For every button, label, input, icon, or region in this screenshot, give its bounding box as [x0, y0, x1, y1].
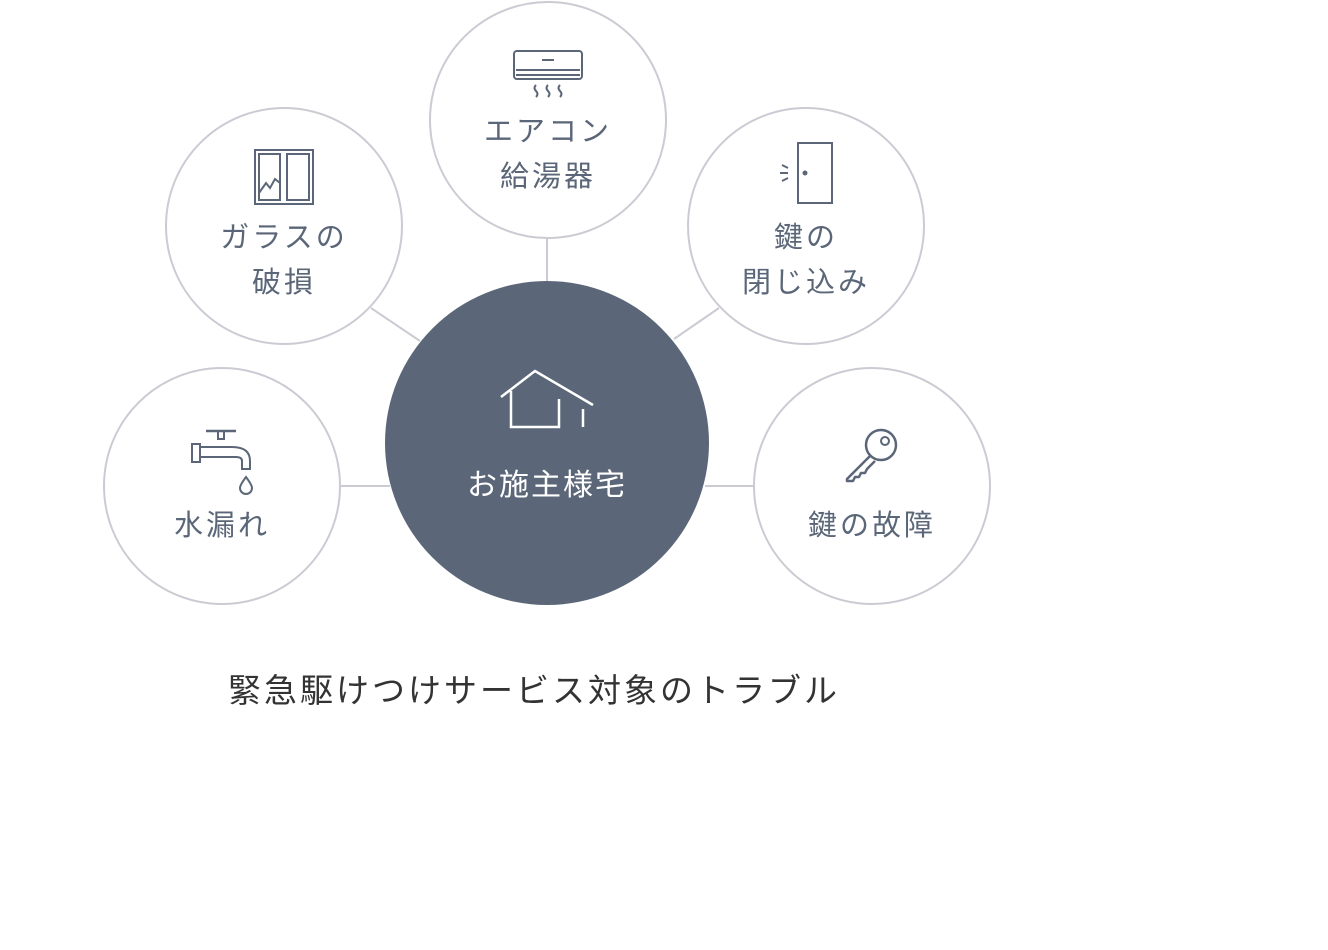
- node-label: 水漏れ: [173, 508, 270, 542]
- node-label-line2: 閉じ込み: [741, 265, 870, 299]
- node-label-line1: 鍵の: [773, 220, 838, 254]
- diagram-caption: 緊急駆けつけサービス対象のトラブル: [228, 671, 840, 710]
- node-label-line2: 破損: [251, 265, 316, 299]
- door-icon: [778, 141, 834, 209]
- node-lock-fault: 鍵の故障: [753, 367, 991, 605]
- connector-lockout: [673, 307, 720, 340]
- node-label: 鍵の 閉じ込み: [689, 215, 923, 305]
- node-label-line2: 給湯器: [499, 159, 596, 193]
- node-lockout: 鍵の 閉じ込み: [687, 107, 925, 345]
- node-label: エアコン 給湯器: [431, 109, 665, 199]
- center-label: お施主様宅: [467, 468, 627, 503]
- connector-glass: [370, 307, 421, 342]
- node-label-line1: ガラスの: [220, 220, 348, 254]
- air-conditioner-icon: [512, 49, 584, 107]
- center-home: お施主様宅: [385, 281, 709, 605]
- house-icon: [499, 369, 597, 435]
- node-label: 鍵の故障: [807, 508, 936, 542]
- node-aircon-water-heater: エアコン 給湯器: [429, 1, 667, 239]
- faucet-icon: [190, 427, 254, 499]
- node-glass-breakage: ガラスの 破損: [165, 107, 403, 345]
- node-label: ガラスの 破損: [167, 215, 401, 305]
- node-label-line1: エアコン: [483, 114, 612, 148]
- window-icon: [254, 149, 314, 209]
- key-icon: [843, 427, 901, 487]
- node-water-leak: 水漏れ: [103, 367, 341, 605]
